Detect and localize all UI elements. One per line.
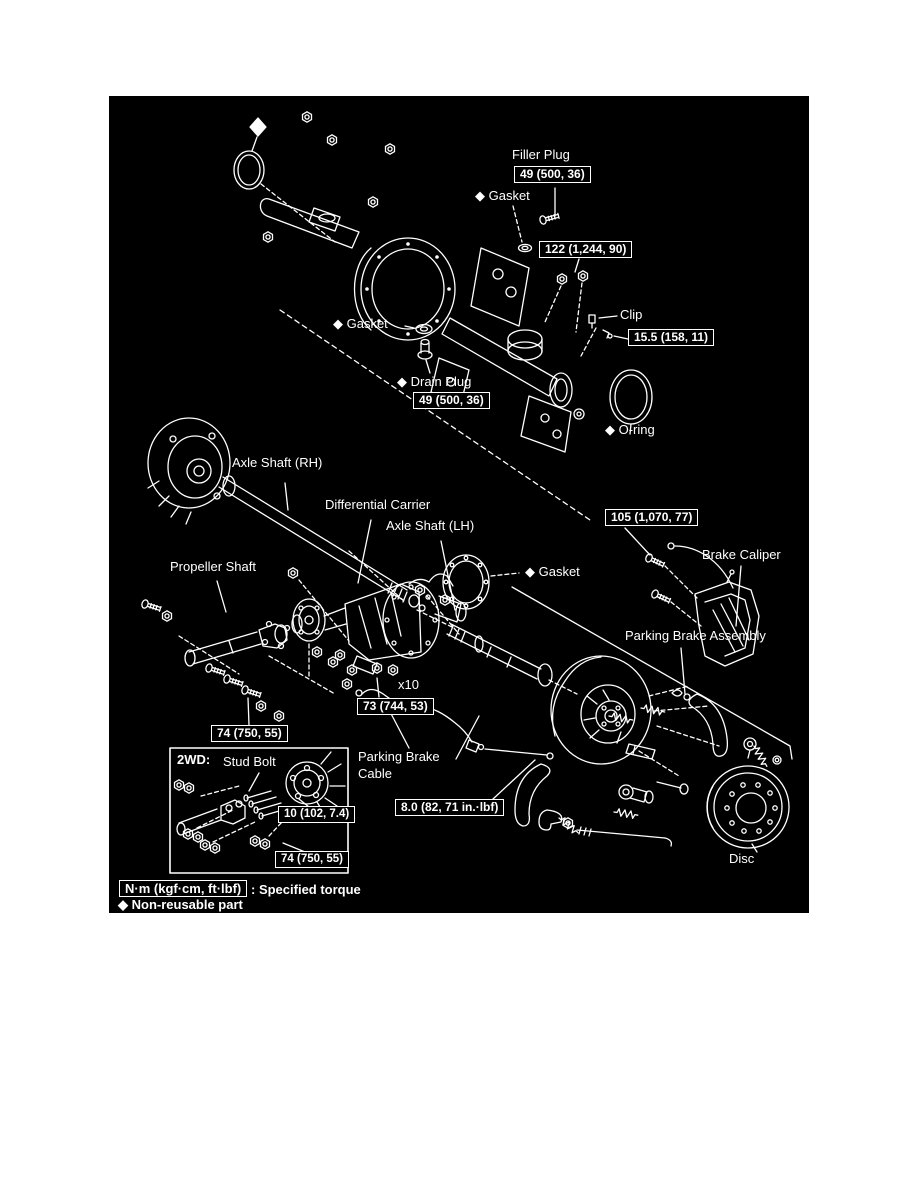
o-ring-right-drawing (609, 369, 653, 435)
label-drain-plug: ◆ Drain Plug (397, 374, 472, 389)
torque-box-carrier-nut: 73 (744, 53) (357, 698, 434, 715)
rh-brake-backing-plate-drawing (147, 417, 231, 525)
torque-box-drain-plug: 49 (500, 36) (413, 392, 490, 409)
cable-pin-drawing (602, 329, 613, 339)
brake-caliper-drawing (667, 542, 760, 667)
torque-box-clip: 15.5 (158, 11) (628, 329, 715, 346)
label-parking-brake-cable-line1: Parking Brake (358, 749, 440, 764)
label-parking-brake-cable: Parking Brake Cable (358, 749, 440, 783)
torque-box-inset-flange-nut: 74 (750, 55) (275, 851, 350, 868)
bracket-nut (577, 270, 589, 282)
torque-box-propeller-bolt: 74 (750, 55) (211, 725, 288, 742)
legend-non-reusable: ◆ Non-reusable part (118, 897, 243, 912)
label-axle-shaft-rh: Axle Shaft (RH) (232, 455, 323, 470)
assembly-boundary-line (511, 586, 793, 760)
propeller-shaft-drawing (184, 614, 303, 667)
differential-carrier-drawing (292, 573, 467, 679)
label-parking-brake-cable-line2: Cable (358, 765, 392, 781)
label-parking-brake-assembly: Parking Brake Assembly (625, 628, 766, 643)
torque-box-stud-bolt: 10 (102, 7.4) (278, 806, 356, 823)
exploded-view-diagram: Filler Plug 49 (500, 36) ◆ Gasket 122 (1… (109, 96, 809, 913)
torque-box-caliper-bolt: 105 (1,070, 77) (605, 509, 699, 526)
label-x10: x10 (398, 677, 419, 692)
legend-unit-box: N·m (kgf·cm, ft·lbf) (119, 880, 248, 897)
label-disc: Disc (729, 851, 755, 866)
label-inset-title: 2WD: (177, 752, 211, 767)
non-reusable-diamond-marker (249, 117, 267, 152)
o-ring-top-drawing (233, 150, 265, 190)
label-gasket-left: ◆ Gasket (333, 316, 388, 331)
drain-gasket-drawing (404, 323, 433, 335)
label-clip: Clip (620, 307, 643, 322)
label-stud-bolt: Stud Bolt (223, 754, 276, 769)
label-axle-shaft-lh: Axle Shaft (LH) (386, 518, 475, 533)
label-gasket-top: ◆ Gasket (475, 188, 530, 203)
parking-backing-plate-drawing (550, 655, 652, 765)
label-brake-caliper: Brake Caliper (702, 547, 781, 562)
bracket-nut (556, 273, 568, 285)
clip-drawing (588, 314, 618, 329)
drain-plug-drawing (417, 338, 433, 374)
caliper-bolts (643, 552, 672, 606)
torque-box-bearing-bracket: 122 (1,244, 90) (539, 241, 633, 258)
label-differential-carrier: Differential Carrier (325, 497, 431, 512)
axle-housing-drawing (259, 198, 585, 453)
torque-box-cable-clamp: 8.0 (82, 71 in.·lbf) (395, 799, 505, 816)
axle-shaft-lh-drawing (446, 623, 553, 687)
label-gasket-mid: ◆ Gasket (525, 564, 580, 579)
disc-drawing (706, 765, 790, 849)
exploded-diagram-art (140, 111, 793, 874)
label-filler-plug: Filler Plug (512, 147, 570, 162)
torque-box-filler-plug: 49 (500, 36) (514, 166, 591, 183)
brake-springs-hardware (514, 689, 782, 847)
label-propeller-shaft: Propeller Shaft (170, 559, 256, 574)
legend-unit-desc: : Specified torque (251, 882, 361, 897)
label-o-ring: ◆ O-ring (605, 422, 655, 437)
propeller-bolts (140, 598, 353, 722)
